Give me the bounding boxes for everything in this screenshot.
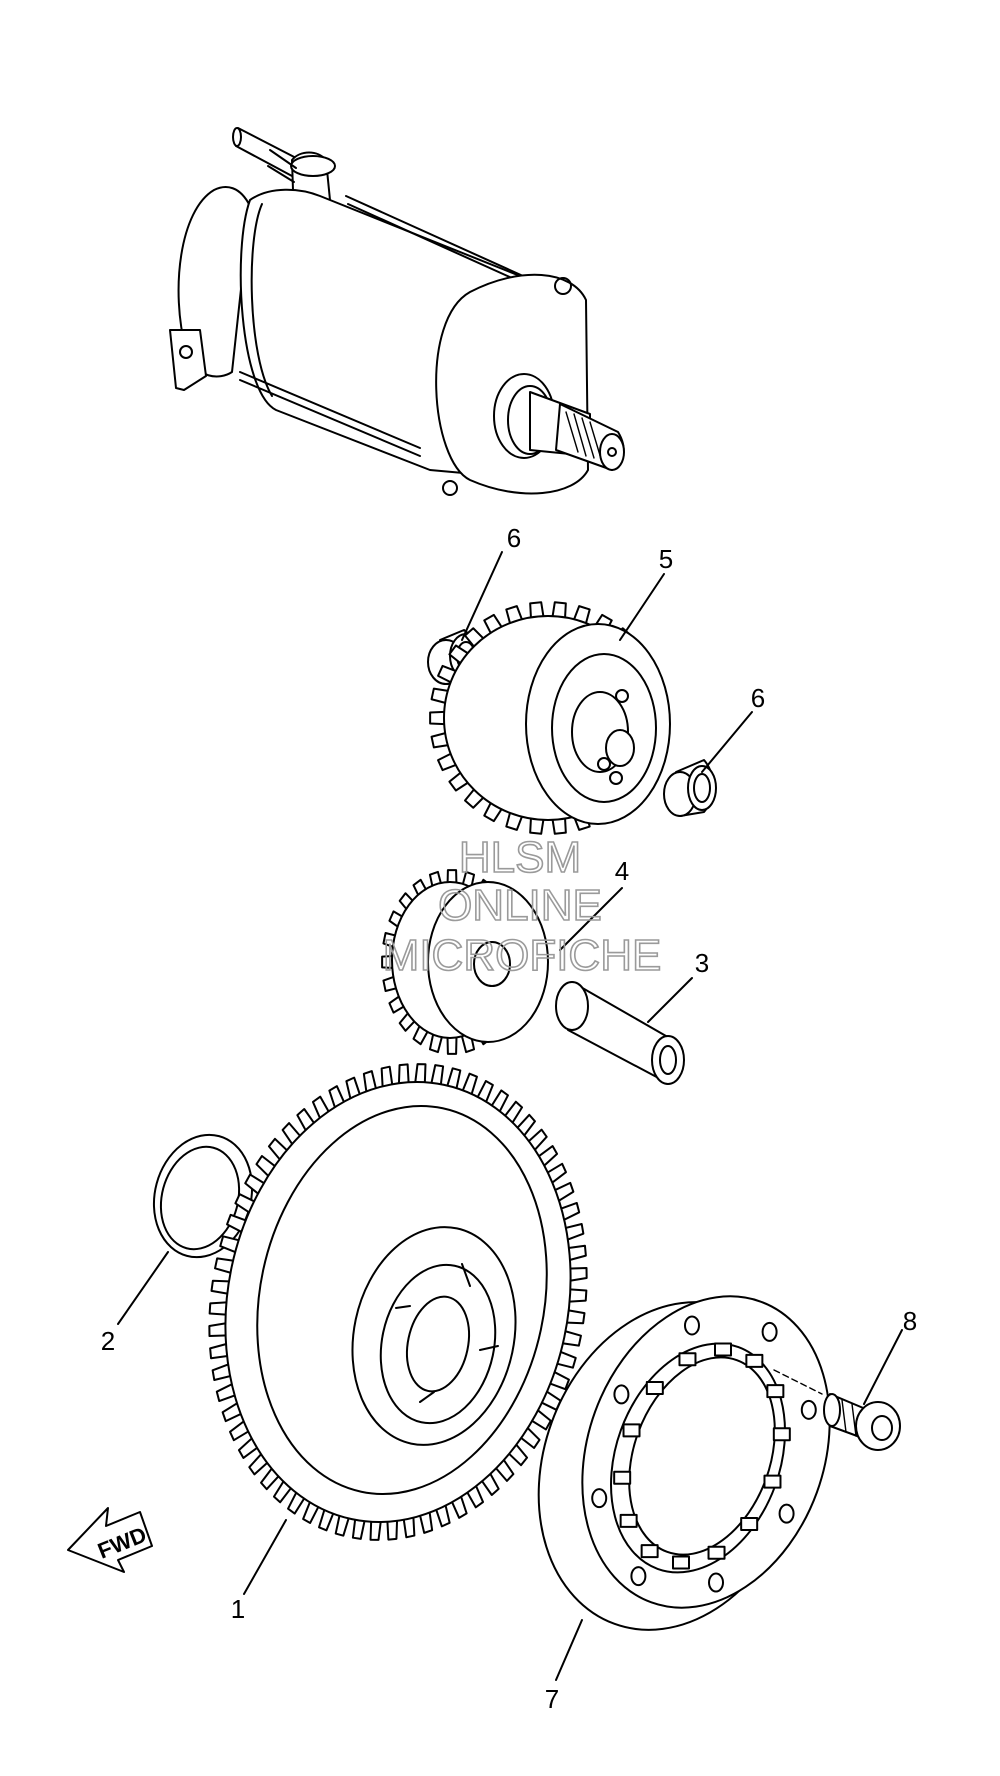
clutch-roller [745, 1353, 764, 1368]
bolt [773, 1369, 901, 1451]
clutch-roller [707, 1545, 726, 1560]
starter-motor [169, 127, 625, 496]
clutch-roller [622, 1423, 641, 1438]
clutch-roller [766, 1384, 785, 1399]
one-way-clutch [537, 1295, 831, 1631]
bolt-hole [630, 1566, 647, 1587]
watermark-line-1: HLSM [459, 833, 581, 882]
callout-4: 4 [615, 856, 629, 886]
bolt-hole [613, 1384, 630, 1405]
clutch-roller [613, 1470, 632, 1485]
callouts: 6 5 6 4 3 2 1 7 8 [101, 523, 917, 1714]
bearing-lower [663, 759, 717, 817]
clutch-roller [640, 1544, 659, 1559]
starter-wheel-gear [208, 1063, 588, 1541]
clutch-roller [619, 1513, 638, 1528]
callout-5: 5 [659, 544, 673, 574]
idler-gear-with-pinion [429, 601, 671, 835]
callout-1: 1 [231, 1594, 245, 1624]
callout-7: 7 [545, 1684, 559, 1714]
bolt-hole [778, 1503, 795, 1524]
bolt-hole [761, 1321, 778, 1342]
clutch-roller [713, 1342, 732, 1357]
clutch-roller [763, 1474, 782, 1489]
bolt-hole [591, 1488, 608, 1509]
bolt-hole [708, 1572, 725, 1593]
clutch-roller [740, 1516, 759, 1531]
idler-gear [381, 869, 549, 1055]
shaft [555, 981, 685, 1085]
clutch-roller [678, 1352, 697, 1367]
watermark: HLSM ONLINE MICROFICHE [382, 832, 662, 981]
callout-2: 2 [101, 1326, 115, 1356]
bolt-hole [800, 1399, 817, 1420]
callout-6: 6 [507, 523, 521, 553]
watermark-line-2: ONLINE [438, 881, 602, 930]
clutch-roller [645, 1381, 664, 1396]
washer [152, 1133, 254, 1259]
leader-lines [117, 551, 903, 1681]
clutch-roller [772, 1427, 791, 1442]
callout-3: 3 [695, 948, 709, 978]
bolt-hole [683, 1315, 700, 1336]
callout-6: 6 [751, 683, 765, 713]
fwd-marker: FWD [67, 1507, 153, 1573]
fwd-arrow-icon [67, 1507, 153, 1573]
callout-8: 8 [903, 1306, 917, 1336]
clutch-roller [672, 1555, 691, 1570]
watermark-line-3: MICROFICHE [383, 931, 662, 980]
